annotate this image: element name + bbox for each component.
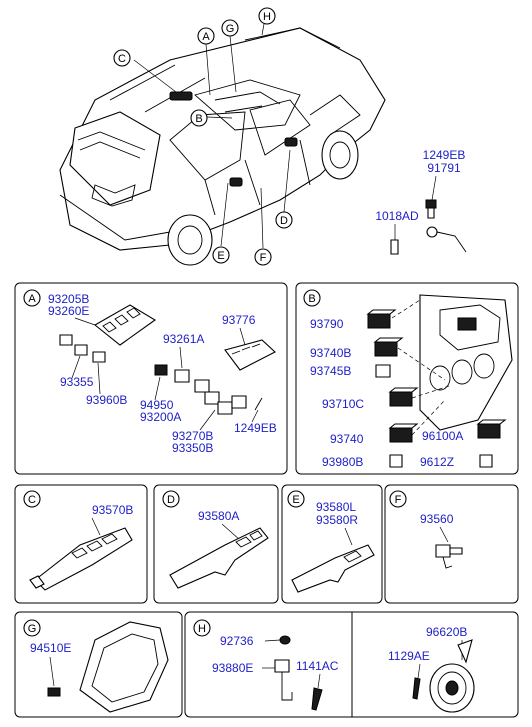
part-93205b: 93205B — [48, 292, 89, 306]
part-93270b: 93270B — [172, 429, 213, 443]
part-93980b: 93980B — [322, 455, 363, 469]
part-93355: 93355 — [60, 375, 94, 389]
panel-a: A 93205B 93260E 93355 93960B 93776 93261… — [14, 282, 288, 475]
panel-d: D 93580A — [153, 484, 279, 604]
panel-e: E 93580L 93580R — [281, 484, 383, 604]
part-93570b: 93570B — [92, 503, 133, 517]
callout-d-circle — [275, 211, 293, 229]
callout-c: C — [118, 53, 126, 65]
callout-b-circle — [190, 109, 208, 127]
part-93710c: 93710C — [322, 397, 364, 411]
panel-f: F 93560 — [384, 484, 519, 604]
callout-b: B — [195, 113, 202, 125]
part-93790: 93790 — [310, 317, 344, 331]
part-1018ad: 1018AD — [375, 209, 419, 223]
part-94950: 94950 — [140, 398, 174, 412]
callout-c-circle — [113, 49, 131, 67]
ground-cable-group: 1249EB 91791 1018AD — [375, 148, 467, 255]
callout-h: H — [263, 11, 271, 23]
callout-a-circle — [197, 27, 215, 45]
part-96620b: 96620B — [426, 625, 467, 639]
panel-c-letter: C — [28, 494, 36, 506]
callout-d: D — [280, 215, 288, 227]
panel-b-letter: B — [308, 293, 315, 305]
callout-g: G — [226, 23, 235, 35]
part-93880e: 93880E — [212, 661, 253, 675]
part-93260e: 93260E — [48, 304, 89, 318]
panel-h-letter: H — [198, 623, 206, 635]
part-93580a: 93580A — [198, 509, 239, 523]
panel-g: G 94510E — [14, 611, 183, 718]
callout-a: A — [202, 31, 210, 43]
part-93776: 93776 — [222, 313, 256, 327]
part-93350b: 93350B — [172, 441, 213, 455]
overview-callouts: C A G H B D E F — [113, 7, 293, 266]
callout-g-circle — [221, 19, 239, 37]
part-93740: 93740 — [330, 432, 364, 446]
panel-c: C 93570B — [14, 484, 148, 604]
part-93580l: 93580L — [316, 500, 356, 514]
panel-h: H 92736 93880E 1141AC 96620B 1129AE — [184, 611, 519, 718]
part-91791: 91791 — [427, 161, 461, 175]
part-1129ae: 1129AE — [388, 649, 430, 663]
callout-h-circle — [258, 7, 276, 25]
part-1141ac: 1141AC — [296, 659, 339, 673]
callout-e-circle — [212, 246, 230, 264]
part-92736: 92736 — [220, 634, 254, 648]
part-1249eb-top: 1249EB — [423, 148, 466, 162]
part-93960b: 93960B — [86, 393, 127, 407]
part-93740b: 93740B — [310, 346, 351, 360]
part-96100a: 96100A — [422, 429, 463, 443]
panel-b: B 93790 93740B 93745B 93710C 93740 96100… — [295, 282, 519, 475]
part-93580r: 93580R — [316, 513, 358, 527]
part-94510e: 94510E — [30, 641, 71, 655]
part-93200a: 93200A — [140, 410, 181, 424]
callout-f-circle — [254, 248, 272, 266]
panel-d-letter: D — [167, 494, 175, 506]
vehicle-overview — [59, 27, 386, 266]
callout-f: F — [260, 252, 267, 264]
panel-e-letter: E — [292, 494, 299, 506]
part-1249eb-a: 1249EB — [234, 421, 277, 435]
part-93745b: 93745B — [310, 364, 351, 378]
part-93261a: 93261A — [163, 332, 204, 346]
panel-a-letter: A — [28, 293, 36, 305]
panel-f-letter: F — [395, 494, 402, 506]
part-9612z: 9612Z — [420, 455, 454, 469]
callout-e: E — [217, 250, 224, 262]
part-93560: 93560 — [420, 512, 454, 526]
panel-g-letter: G — [28, 623, 37, 635]
